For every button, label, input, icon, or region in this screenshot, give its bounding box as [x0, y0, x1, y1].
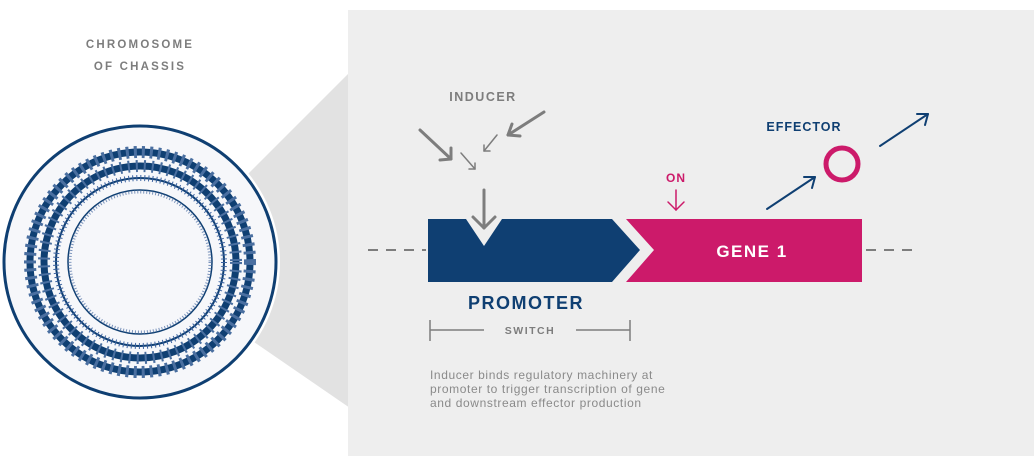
chromosome-map [0, 122, 280, 402]
switch-bracket [429, 320, 631, 341]
inducer-label: INDUCER [449, 90, 516, 104]
effector-arrow-icon [766, 113, 929, 210]
caption-line1: Inducer binds regulatory machinery at [430, 368, 653, 382]
caption-line2: promoter to trigger transcription of gen… [430, 382, 666, 396]
effector-label: EFFECTOR [766, 120, 841, 134]
switch-label: SWITCH [505, 325, 555, 337]
chromosome-label-line2: OF CHASSIS [93, 61, 187, 73]
on-label: ON [666, 171, 686, 185]
promoter-label: PROMOTER [468, 293, 584, 313]
caption-line3: and downstream effector production [430, 396, 642, 410]
gene-block [626, 219, 862, 282]
caption: Inducer binds regulatory machinery at pr… [430, 368, 750, 410]
inducer-arrow-icon [418, 110, 546, 230]
chromosome-label-line1: CHROMOSOME [85, 39, 195, 51]
promoter-block [428, 219, 640, 282]
effector-circle-icon [823, 145, 861, 183]
on-arrow-icon [667, 189, 685, 212]
gene-label: GENE 1 [716, 242, 787, 261]
chromosome-label: CHROMOSOME OF CHASSIS [40, 34, 240, 78]
